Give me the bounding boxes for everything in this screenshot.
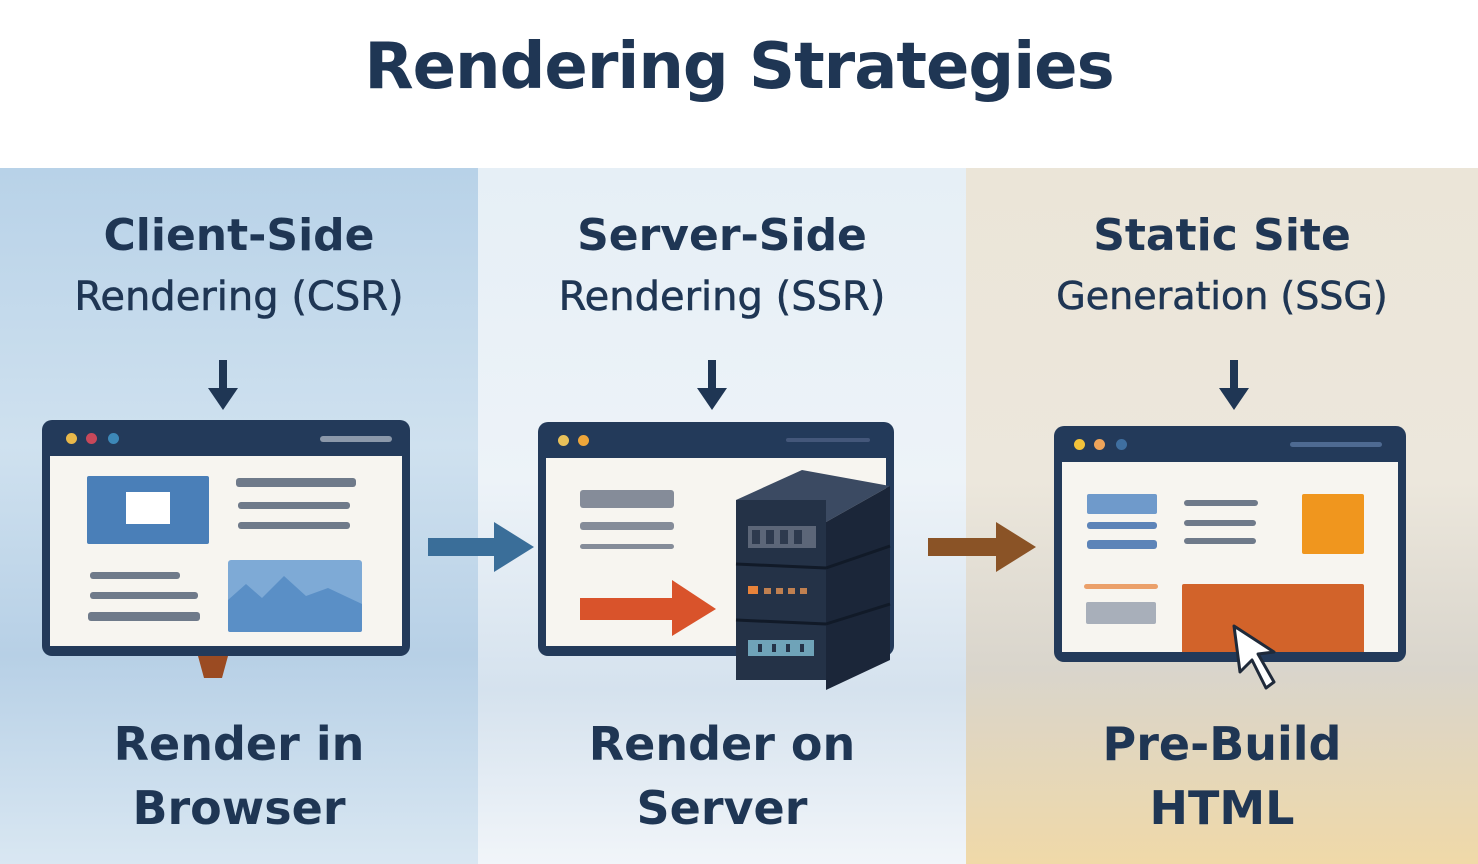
server-rack-icon <box>735 470 891 690</box>
ssr-heading-line2: Rendering (SSR) <box>558 274 886 321</box>
csr-heading-line2: Rendering (CSR) <box>74 274 404 321</box>
diagram-title: Rendering Strategies <box>364 30 1114 104</box>
ssg-heading-line2: Generation (SSG) <box>1056 274 1388 319</box>
down-arrow-icon <box>697 360 727 410</box>
csr-heading-line1: Client-Side <box>103 210 375 261</box>
ssg-heading-line1: Static Site <box>1093 210 1351 261</box>
build-output-block <box>1182 584 1364 652</box>
ssg-footer-line2: HTML <box>1149 781 1295 835</box>
request-arrow-icon <box>580 580 716 636</box>
monitor-stand <box>198 656 228 678</box>
browser-window-icon <box>42 420 410 656</box>
ssg-footer-line1: Pre-Build <box>1102 717 1342 771</box>
cursor-pointer-icon <box>1232 624 1276 690</box>
down-arrow-icon <box>208 360 238 410</box>
down-arrow-icon <box>1219 360 1249 410</box>
browser-window-icon <box>1054 426 1406 662</box>
panel-ssr: Server-Side Rendering (SSR) <box>478 168 966 864</box>
ssr-footer-line2: Server <box>636 781 808 835</box>
ssr-heading-line1: Server-Side <box>577 210 867 261</box>
csr-footer-line2: Browser <box>132 781 346 835</box>
connector-arrow-csr-to-ssr <box>428 522 534 572</box>
image-placeholder <box>87 476 209 544</box>
mountain-image-icon <box>228 560 362 632</box>
connector-arrow-ssr-to-ssg <box>928 522 1036 572</box>
panel-ssg: Static Site Generation (SSG) Pre-Build H… <box>966 168 1478 864</box>
panel-csr: Client-Side Rendering (CSR) <box>0 168 478 864</box>
ssr-footer-line1: Render on <box>588 717 856 771</box>
csr-footer-line1: Render in <box>113 717 365 771</box>
